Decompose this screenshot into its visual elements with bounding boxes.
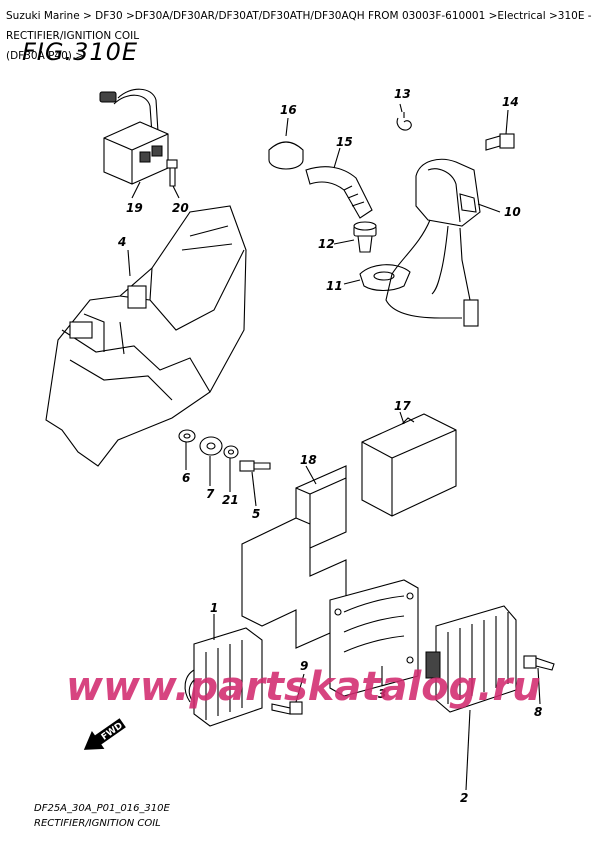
part-19-switch-unit[interactable] — [99, 88, 169, 185]
part-17-cover[interactable] — [361, 413, 457, 517]
part-11-grommet[interactable] — [359, 264, 411, 292]
part-14-bolt[interactable] — [485, 133, 515, 151]
callout-11: 11 — [326, 279, 343, 293]
callout-1: 1 — [210, 601, 218, 615]
leader-lines — [127, 103, 541, 791]
footer-figure-name: RECTIFIER/IGNITION COIL — [34, 818, 161, 829]
callout-10: 10 — [504, 205, 521, 219]
callout-12: 12 — [318, 237, 335, 251]
callout-16: 16 — [280, 103, 297, 117]
part-15-plug-boot[interactable] — [305, 166, 373, 219]
part-10-ignition-coil[interactable] — [385, 158, 481, 327]
part-7-grommet[interactable] — [199, 436, 223, 456]
callout-2: 2 — [460, 791, 468, 805]
part-9-bolt[interactable] — [271, 701, 303, 715]
part-4-electrical-box[interactable] — [45, 205, 247, 467]
callout-21: 21 — [222, 493, 239, 507]
part-3-mount-plate[interactable] — [329, 579, 419, 697]
part-12-connector[interactable] — [353, 221, 377, 253]
part-2-regulator[interactable] — [425, 605, 517, 713]
part-21-washer[interactable] — [223, 445, 239, 459]
fwd-arrow-icon: FWD — [83, 718, 126, 750]
callout-14: 14 — [502, 95, 519, 109]
callout-8: 8 — [534, 705, 542, 719]
callout-18: 18 — [300, 453, 317, 467]
callout-17: 17 — [394, 399, 411, 413]
callout-5: 5 — [252, 507, 260, 521]
callout-13: 13 — [394, 87, 411, 101]
part-18-foam-pad[interactable] — [241, 465, 347, 649]
part-5-bolt[interactable] — [239, 460, 271, 472]
breadcrumb-path[interactable]: Suzuki Marine > DF30 >DF30A/DF30AR/DF30A… — [6, 10, 592, 42]
callout-20: 20 — [172, 201, 189, 215]
callout-15: 15 — [336, 135, 353, 149]
part-13-clip[interactable] — [396, 112, 412, 131]
breadcrumb-path-tail[interactable]: (DF30A P40) > — [6, 50, 85, 62]
footer-figure-code: DF25A_30A_P01_016_310E — [34, 803, 170, 814]
breadcrumb: Suzuki Marine > DF30 >DF30A/DF30AR/DF30A… — [6, 6, 594, 66]
watermark-text: www.partskatalog.ru — [66, 664, 541, 710]
callout-9: 9 — [300, 659, 308, 673]
callout-4: 4 — [117, 235, 126, 249]
callout-19: 19 — [126, 201, 143, 215]
part-6-nut[interactable] — [178, 429, 196, 443]
part-16-cap[interactable] — [268, 141, 304, 170]
callout-7: 7 — [206, 487, 215, 501]
part-20-bolt[interactable] — [166, 159, 178, 187]
callout-6: 6 — [182, 471, 190, 485]
part-8-bolt[interactable] — [523, 655, 555, 671]
callout-3: 3 — [378, 687, 386, 701]
figure-title: FIG.310E — [22, 38, 139, 66]
part-1-rectifier[interactable] — [184, 627, 263, 727]
